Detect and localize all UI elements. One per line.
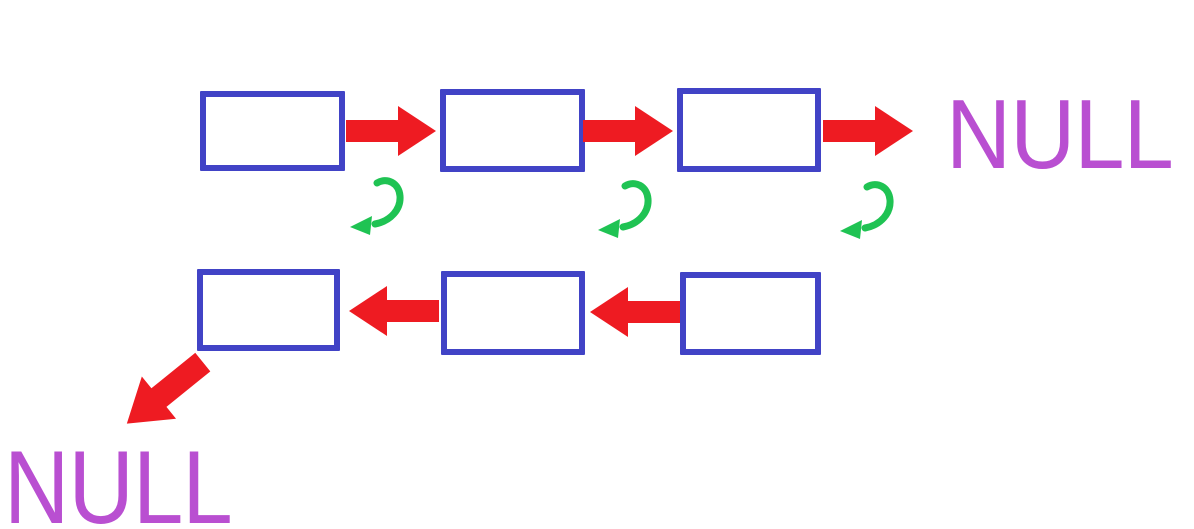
curved-reverse-arrow-icon (840, 181, 894, 239)
arrow-right-icon (346, 106, 436, 156)
null-label-bottom: NULL (4, 430, 233, 529)
bottom-node-2 (441, 271, 585, 355)
arrow-right-icon (583, 106, 673, 156)
bottom-node-3 (680, 272, 821, 355)
curved-reverse-arrow-icon (598, 180, 652, 238)
null-label-top: NULL (946, 79, 1174, 189)
arrow-left-icon (349, 286, 439, 336)
top-node-2 (440, 89, 585, 172)
arrow-right-icon (823, 106, 913, 156)
top-node-3 (677, 88, 821, 172)
bottom-node-1 (197, 269, 340, 351)
curved-reverse-arrow-icon (350, 177, 404, 235)
top-node-1 (200, 91, 345, 171)
arrow-down-left-icon (126, 352, 211, 424)
arrow-left-icon (590, 287, 680, 337)
